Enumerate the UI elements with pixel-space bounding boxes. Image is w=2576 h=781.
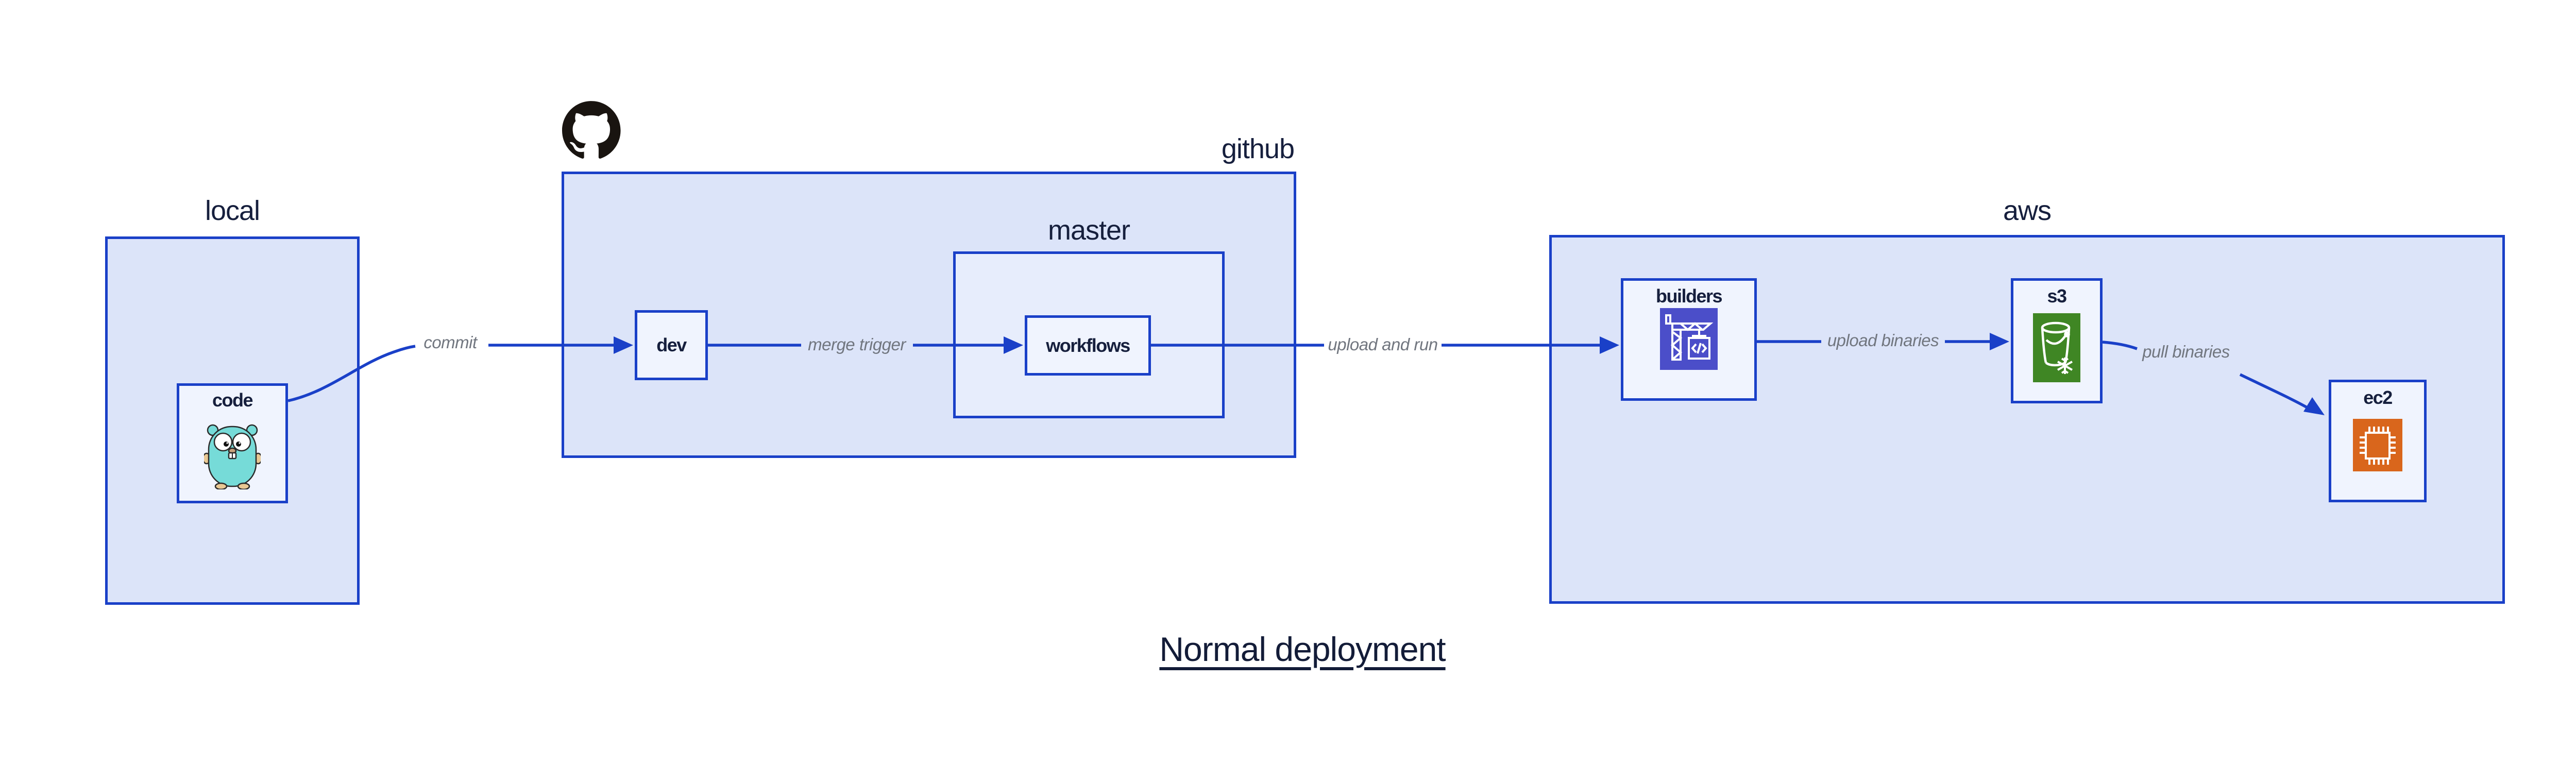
edge-label-merge-trigger: merge trigger [808, 335, 906, 354]
node-label-code: code [212, 389, 253, 411]
node-label-s3: s3 [2047, 285, 2067, 307]
edge-label-commit: commit [423, 333, 477, 352]
edge-label-pull-binaries: pull binaries [2142, 342, 2230, 361]
node-box-builders [1621, 278, 1757, 401]
edge-label-upload-and-run: upload and run [1328, 335, 1438, 354]
edge-label-upload-binaries: upload binaries [1827, 331, 1939, 350]
group-label-aws: aws [2003, 195, 2052, 226]
codebuild-crane-icon [1660, 308, 1718, 370]
node-box-workflows [1025, 315, 1151, 376]
go-gopher-icon [204, 424, 261, 489]
node-label-builders: builders [1655, 285, 1723, 307]
node-box-dev [635, 310, 708, 380]
s3-glacier-bucket-icon [2033, 313, 2080, 382]
diagram-title: Normal deployment [1159, 630, 1446, 668]
group-label-local: local [205, 195, 260, 226]
ec2-chip-icon [2353, 419, 2402, 471]
group-label-master: master [1047, 215, 1130, 246]
node-label-ec2: ec2 [2363, 387, 2393, 408]
node-label-dev: dev [656, 334, 687, 355]
github-logo-icon [562, 101, 621, 159]
group-label-github: github [1221, 133, 1295, 164]
node-label-workflows: workflows [1046, 335, 1130, 356]
